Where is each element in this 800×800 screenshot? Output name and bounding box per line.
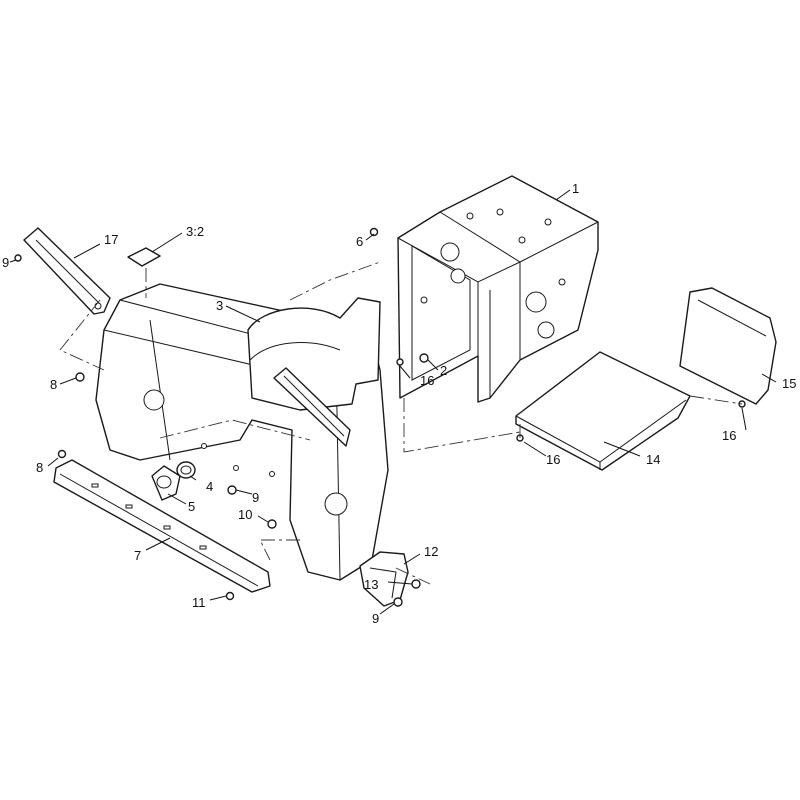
- callout-17: 17: [104, 232, 118, 247]
- chute-deflector: [273, 367, 351, 447]
- callout-16-frame: 16: [420, 373, 434, 388]
- assembly-lines: [59, 261, 743, 585]
- callout-5: 5: [188, 499, 195, 514]
- scraper-bar: [53, 459, 271, 593]
- callout-9-middle: 9: [252, 490, 259, 505]
- callout-12: 12: [424, 544, 438, 559]
- callout-7: 7: [134, 548, 141, 563]
- callout-13: 13: [364, 577, 378, 592]
- callout-10: 10: [238, 507, 252, 522]
- callout-9-left: 9: [2, 255, 9, 270]
- leader-lines: [9, 189, 777, 615]
- callout-labels: 1 2 3 3:2 4 5 6 7 8 8 9 9 9 10 11 12 13 …: [2, 181, 796, 626]
- callout-16-shield: 16: [722, 428, 736, 443]
- belt-cover: [515, 351, 691, 471]
- handle-bracket: [23, 227, 111, 315]
- decal-plate: [127, 247, 161, 267]
- callout-9-bottom: 9: [372, 611, 379, 626]
- skid-shoe: [359, 551, 409, 607]
- callout-8-lower: 8: [36, 460, 43, 475]
- callout-8-upper: 8: [50, 377, 57, 392]
- bearing-flange: [151, 465, 181, 501]
- callout-15: 15: [782, 376, 796, 391]
- callout-3-2: 3:2: [186, 224, 204, 239]
- callout-3: 3: [216, 298, 223, 313]
- callout-1: 1: [572, 181, 579, 196]
- callout-14: 14: [646, 452, 660, 467]
- auger-housing: [95, 283, 389, 581]
- callout-11: 11: [192, 595, 206, 610]
- frame-housing: [397, 175, 599, 403]
- callout-6: 6: [356, 234, 363, 249]
- callout-2: 2: [440, 363, 447, 378]
- side-shield: [679, 287, 777, 405]
- bearing: [176, 461, 196, 479]
- callout-16-cover: 16: [546, 452, 560, 467]
- callout-4: 4: [206, 479, 213, 494]
- fasteners: [14, 227, 746, 607]
